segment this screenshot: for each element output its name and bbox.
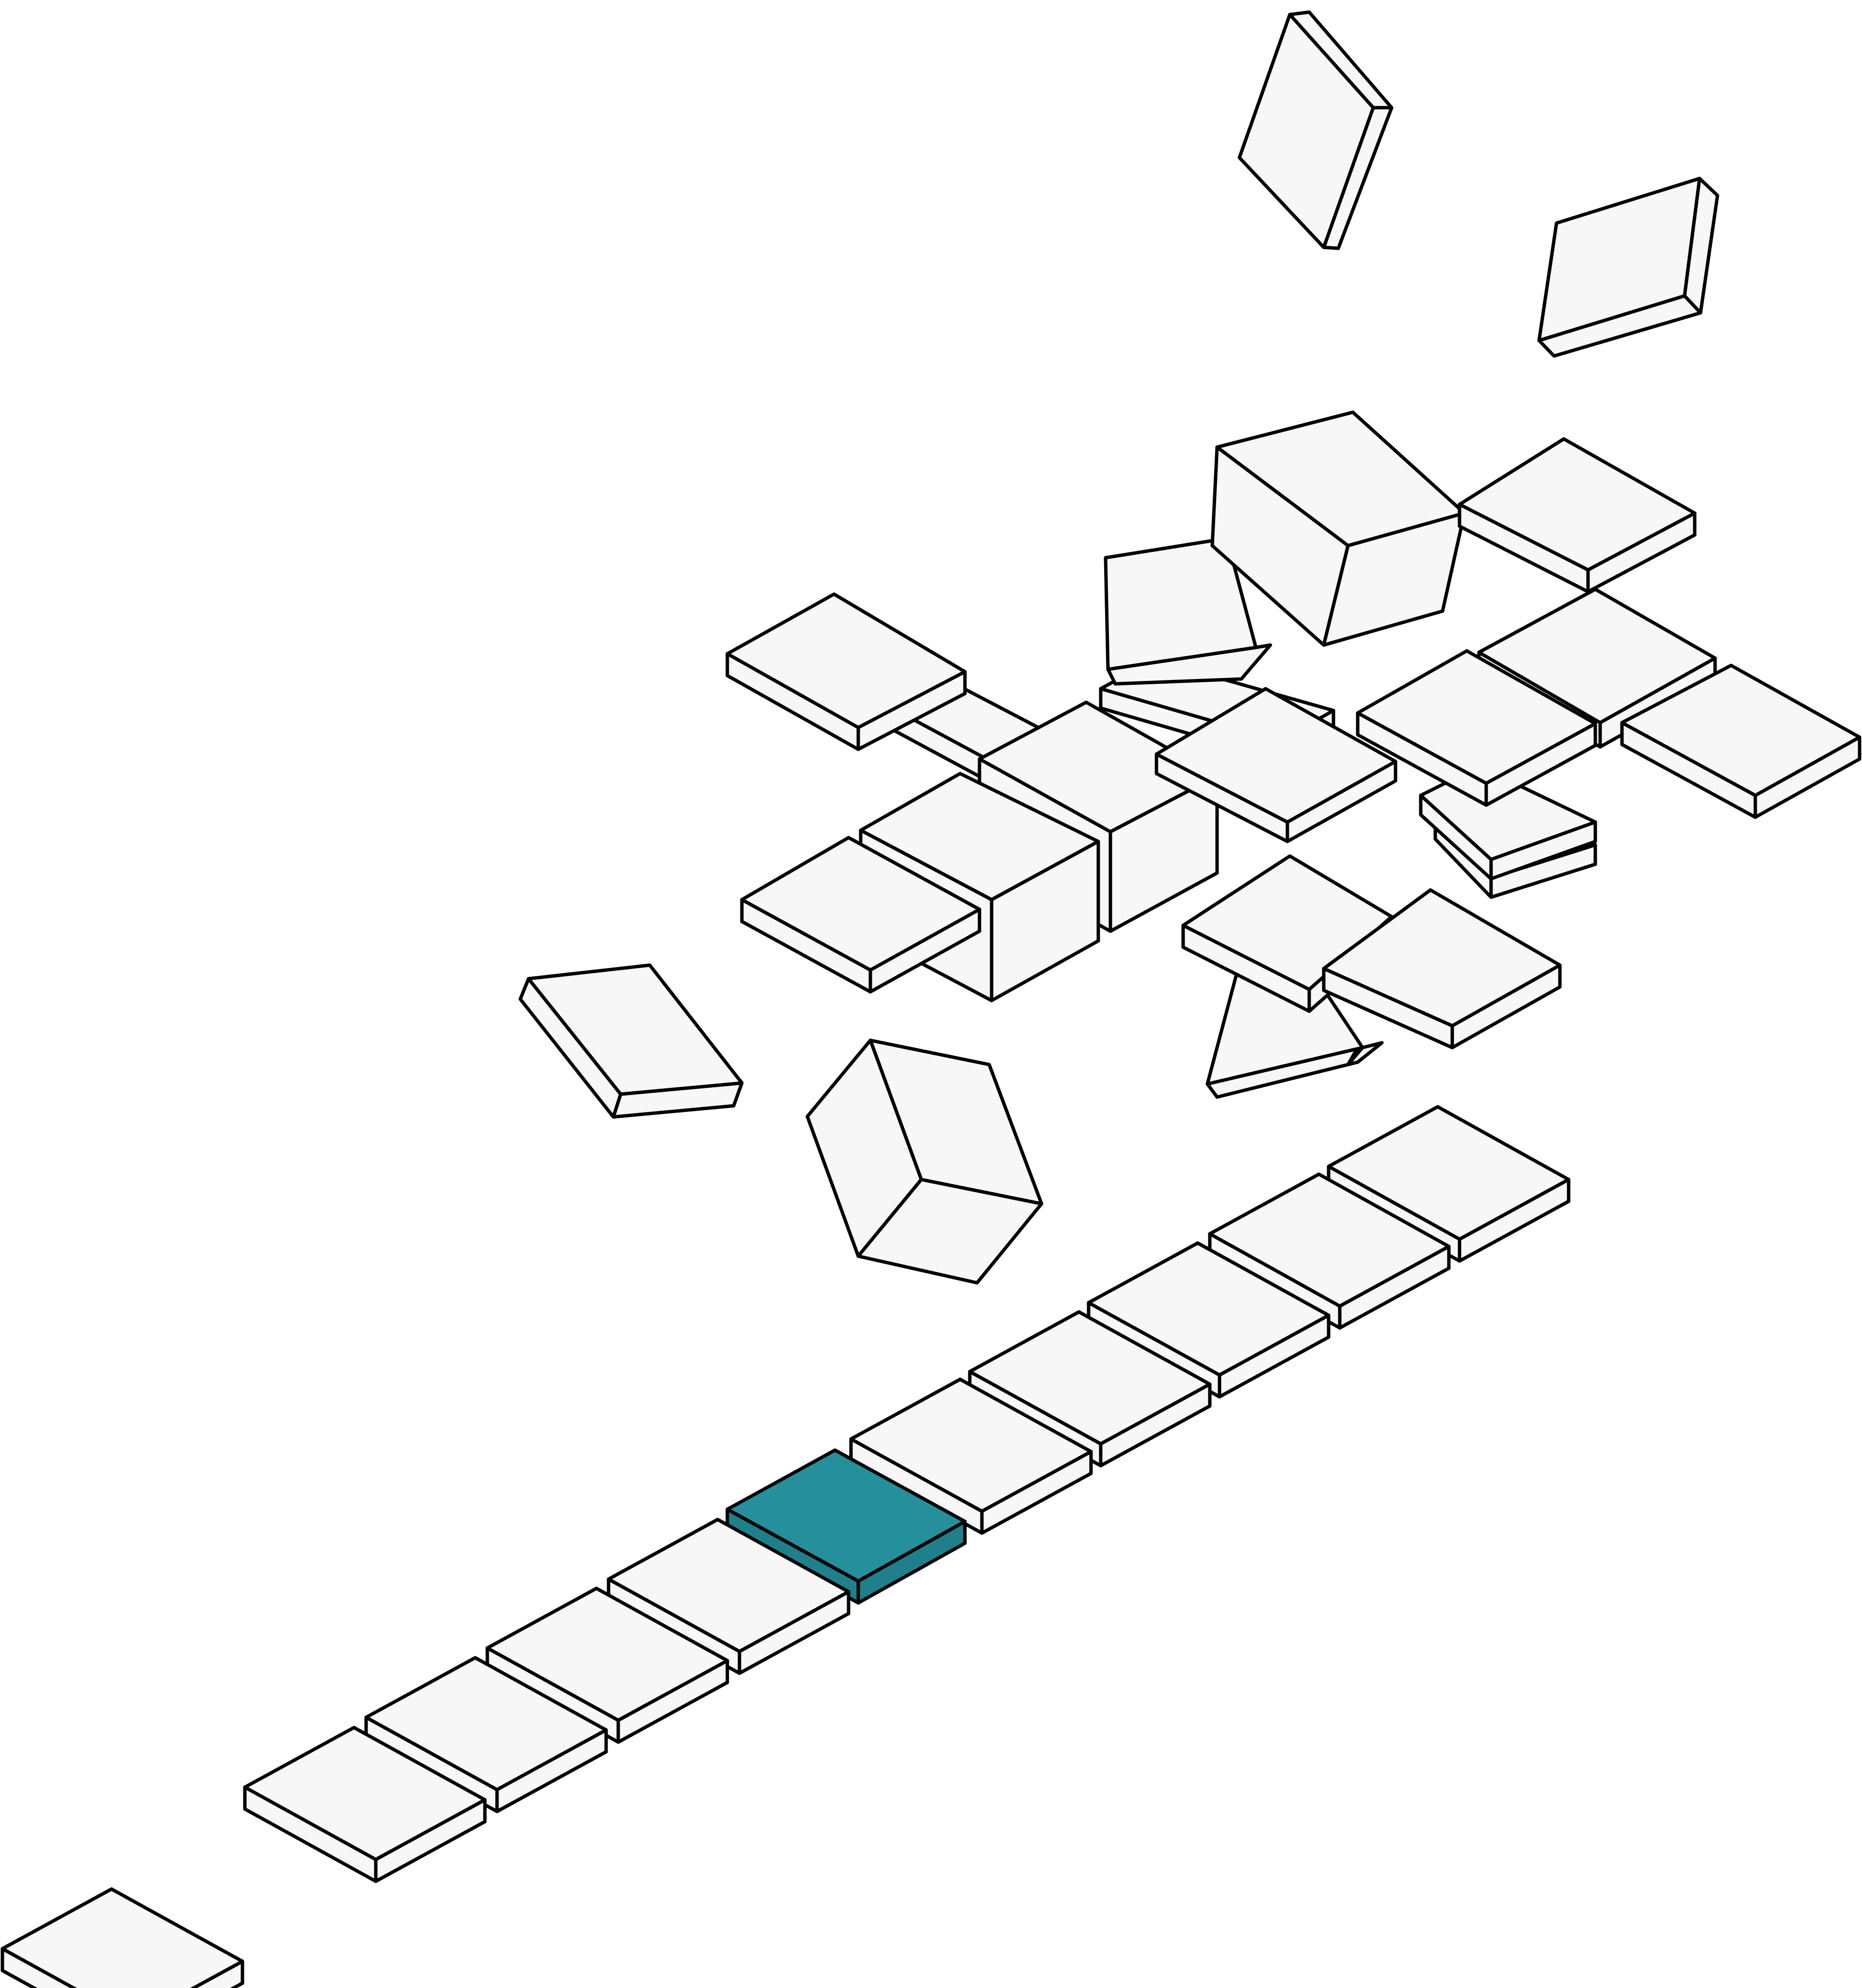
tile-top xyxy=(364,1656,608,1792)
tile-top xyxy=(725,592,967,729)
tile-face xyxy=(527,963,744,1096)
tile-top xyxy=(1208,1172,1451,1308)
tile-top xyxy=(740,836,981,972)
tile-top xyxy=(968,1310,1212,1446)
tiles-layer xyxy=(0,10,1862,1988)
path-tile-5 xyxy=(849,1377,1093,1535)
tile-top xyxy=(1155,687,1397,824)
tile-top xyxy=(849,1377,1093,1513)
tile-top xyxy=(1477,587,1717,725)
tile-top xyxy=(1087,1241,1331,1377)
tile-top xyxy=(725,1448,967,1583)
cube-4 xyxy=(805,1038,1043,1285)
scattered-tile-14 xyxy=(1322,888,1562,1050)
tile-top xyxy=(607,1518,851,1653)
cube-face-2 xyxy=(990,840,1100,1002)
tile-face xyxy=(1237,13,1375,249)
tile-top xyxy=(1327,1105,1571,1241)
cube-face-2 xyxy=(1108,774,1219,933)
tile-face xyxy=(1104,536,1258,671)
scattered-tile-1 xyxy=(1237,10,1394,250)
tile-top xyxy=(0,1887,244,1988)
path-tile-10 xyxy=(243,1726,487,1883)
cube-1 xyxy=(1210,410,1466,647)
scattered-tile-11 xyxy=(740,836,981,994)
tile-top xyxy=(1620,663,1862,797)
tile-top xyxy=(243,1726,487,1861)
scattered-tile-15 xyxy=(518,963,744,1119)
scattered-tile-2 xyxy=(1537,177,1719,358)
path-tile-11 xyxy=(0,1887,244,1988)
stacked-tile-3 xyxy=(1356,649,1597,807)
scattered-tile-7 xyxy=(1458,437,1697,594)
tile-face xyxy=(1537,177,1701,342)
scattered-tile-9 xyxy=(725,592,967,751)
tile-top xyxy=(1356,649,1597,785)
scattered-tile-10 xyxy=(1155,687,1397,843)
tile-top xyxy=(1322,888,1562,1028)
scattered-tile-8 xyxy=(1620,663,1862,819)
path-tile-1 xyxy=(1327,1105,1571,1263)
scattered-tile-6 xyxy=(1104,536,1272,686)
tile-top xyxy=(485,1586,729,1722)
cube-face-2 xyxy=(1322,511,1466,647)
cube-face-2 xyxy=(856,1178,1043,1285)
tile-top xyxy=(1458,437,1697,572)
